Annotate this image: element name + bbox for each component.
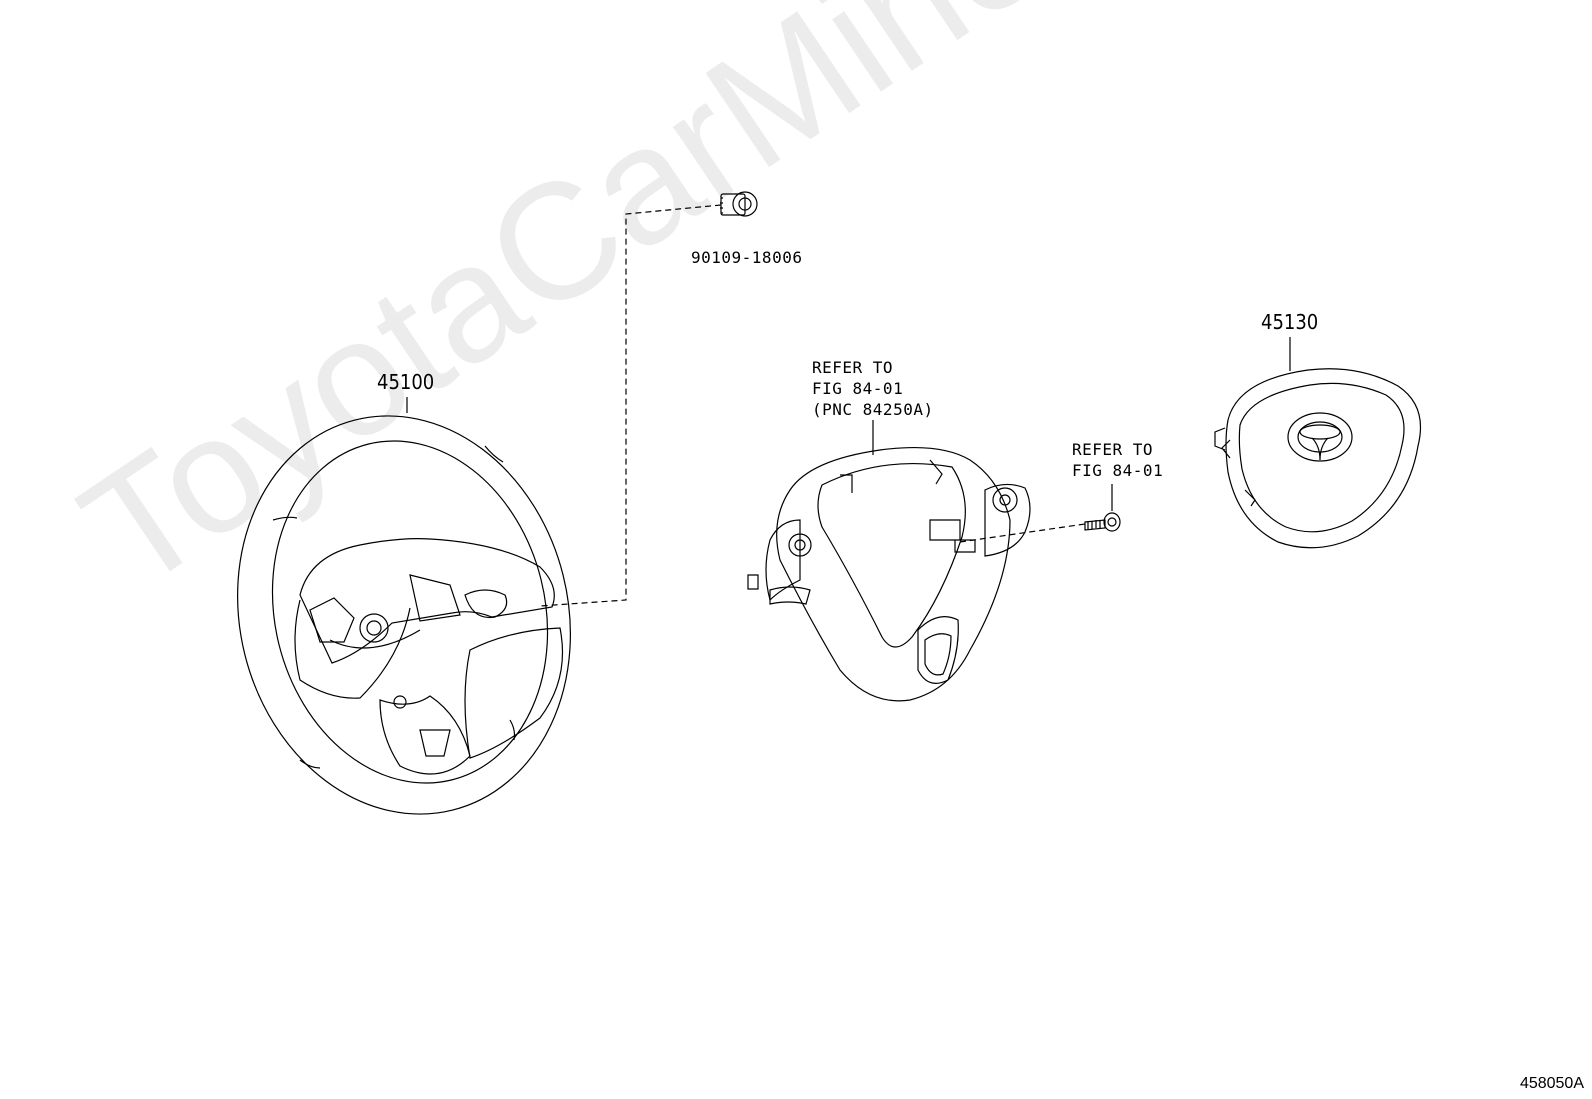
part-number-screw: 90109-18006 bbox=[691, 248, 803, 267]
cover-reference-note: REFER TO FIG 84-01 (PNC 84250A) bbox=[812, 358, 934, 419]
screw-drawing bbox=[720, 192, 757, 216]
dashed-connectors bbox=[540, 205, 1085, 606]
figure-id: 458050A bbox=[1519, 1075, 1584, 1092]
steering-wheel-drawing bbox=[196, 380, 612, 849]
part-number-steering-wheel: 45100 bbox=[377, 370, 435, 394]
bolt-drawing bbox=[1085, 513, 1120, 531]
wheel-cover-drawing bbox=[748, 448, 1030, 701]
part-number-airbag: 45130 bbox=[1261, 310, 1319, 334]
leader-lines bbox=[407, 337, 1290, 511]
airbag-drawing bbox=[1215, 369, 1421, 548]
bolt-reference-note: REFER TO FIG 84-01 bbox=[1072, 440, 1164, 480]
